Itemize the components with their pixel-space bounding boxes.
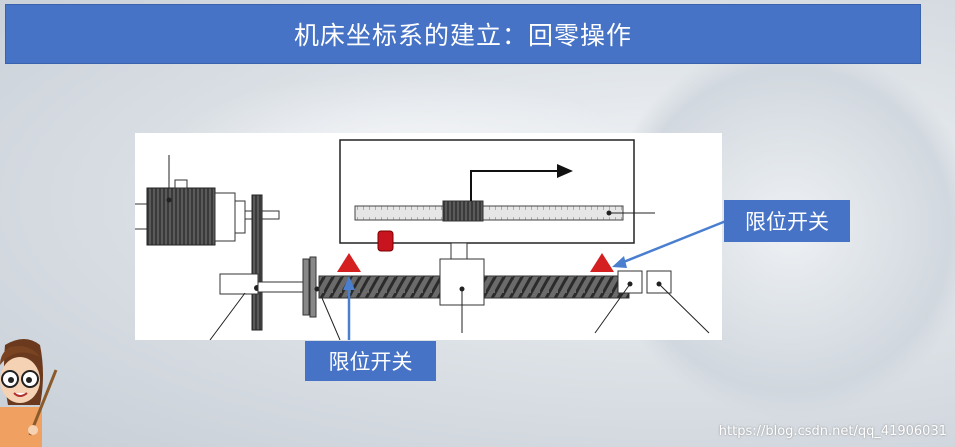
teacher-avatar [0, 339, 58, 447]
stop-block [377, 230, 394, 252]
slide-title: 机床坐标系的建立：回零操作 [5, 4, 921, 64]
limit-switch-label-right: 限位开关 [724, 200, 850, 242]
worktable [339, 139, 655, 333]
limit-marker-right [590, 253, 614, 272]
gear-train [209, 194, 341, 341]
machine-diagram [116, 133, 722, 341]
limit-switch-label-left: 限位开关 [305, 341, 436, 381]
limit-marker-left [337, 253, 361, 272]
watermark: https://blog.csdn.net/qq_41906031 [718, 424, 947, 439]
end-bearings [594, 270, 710, 334]
